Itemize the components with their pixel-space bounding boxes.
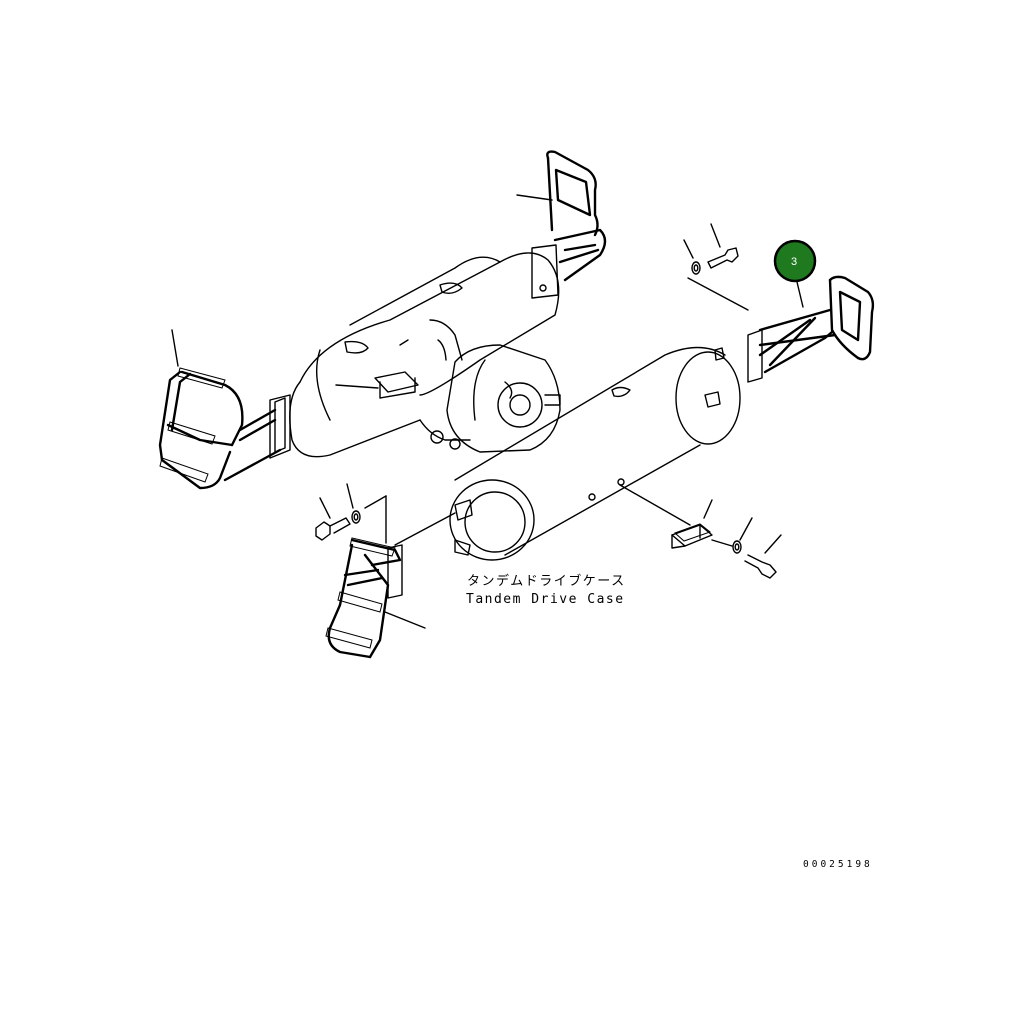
callout-3[interactable]: 3 — [773, 239, 817, 283]
rear-drive-case-housing — [289, 252, 560, 458]
upper-right-bolt — [683, 223, 739, 275]
left-ladder-step — [158, 329, 291, 490]
lower-left-bolt — [315, 483, 387, 541]
right-handrail — [687, 275, 875, 383]
caption-english: Tandem Drive Case — [466, 592, 625, 607]
front-drive-case-housing — [449, 346, 741, 561]
drawing-number: 00025198 — [803, 859, 873, 870]
caption-japanese: タンデムドライブケース — [467, 573, 626, 589]
right-bolt — [711, 517, 782, 579]
rear-handrail — [516, 150, 607, 299]
right-small-step — [619, 484, 713, 549]
center-gear-carrier — [419, 319, 561, 453]
callout-3-number: 3 — [791, 256, 797, 268]
center-step-bracket — [335, 339, 419, 399]
lower-left-step-ladder — [325, 495, 456, 659]
